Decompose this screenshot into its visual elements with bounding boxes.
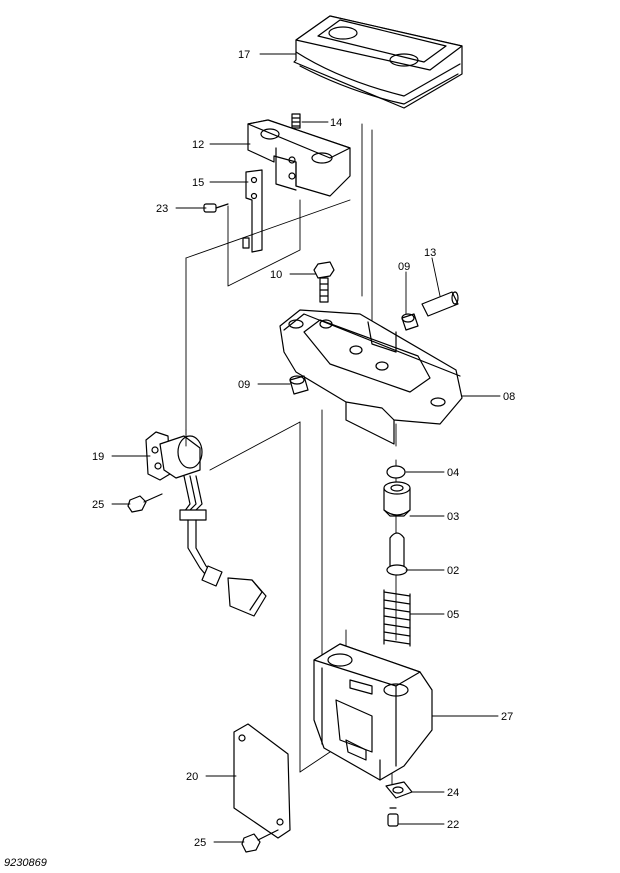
callout-10: 10 bbox=[270, 269, 282, 281]
part-05-spring bbox=[383, 589, 411, 647]
leader-lines bbox=[111, 53, 501, 843]
part-09-bushing-lower bbox=[289, 375, 309, 395]
assembly-guide-lines-upper bbox=[185, 123, 373, 431]
part-09-bushing-upper bbox=[401, 313, 419, 331]
callout-12: 12 bbox=[192, 139, 204, 151]
part-25-screw-upper bbox=[127, 493, 163, 513]
part-22-screw bbox=[387, 807, 399, 827]
part-23-screw bbox=[203, 203, 229, 213]
callout-24: 24 bbox=[447, 787, 459, 799]
part-19-sensor bbox=[145, 431, 203, 481]
callout-03: 03 bbox=[447, 511, 459, 523]
part-14-spring bbox=[291, 113, 301, 129]
callout-22: 22 bbox=[447, 819, 459, 831]
part-20-cover-plate bbox=[233, 723, 291, 839]
figure-number: 9230869 bbox=[4, 857, 47, 869]
callout-15: 15 bbox=[192, 177, 204, 189]
callout-09-lower: 09 bbox=[238, 379, 250, 391]
callout-19: 19 bbox=[92, 451, 104, 463]
part-02-plunger bbox=[386, 532, 408, 576]
part-24-clip bbox=[385, 781, 413, 799]
callout-09-upper: 09 bbox=[398, 261, 410, 273]
callout-23: 23 bbox=[156, 203, 168, 215]
part-25-screw-lower bbox=[241, 829, 279, 853]
callout-05: 05 bbox=[447, 609, 459, 621]
part-08-housing-plate bbox=[279, 309, 463, 445]
part-19-wire-harness bbox=[179, 475, 267, 617]
part-03-cap bbox=[383, 481, 411, 517]
part-15-plate bbox=[242, 169, 263, 253]
callout-17: 17 bbox=[238, 49, 250, 61]
callout-25-upper: 25 bbox=[92, 499, 104, 511]
part-10-bolt bbox=[313, 261, 335, 303]
callout-13: 13 bbox=[424, 247, 436, 259]
part-04-o-ring bbox=[386, 465, 406, 479]
part-12-cam-bracket bbox=[247, 119, 351, 197]
callout-14: 14 bbox=[330, 117, 342, 129]
callout-02: 02 bbox=[447, 565, 459, 577]
part-17-rubber-boot bbox=[293, 15, 463, 109]
callout-labels: 17 14 12 15 23 10 09 13 09 08 19 04 03 2… bbox=[92, 49, 515, 849]
callout-08: 08 bbox=[503, 391, 515, 403]
callout-25-lower: 25 bbox=[194, 837, 206, 849]
callout-27: 27 bbox=[501, 711, 513, 723]
part-27-base-body bbox=[313, 643, 433, 781]
part-13-pin bbox=[421, 291, 459, 317]
callout-20: 20 bbox=[186, 771, 198, 783]
callout-04: 04 bbox=[447, 467, 459, 479]
